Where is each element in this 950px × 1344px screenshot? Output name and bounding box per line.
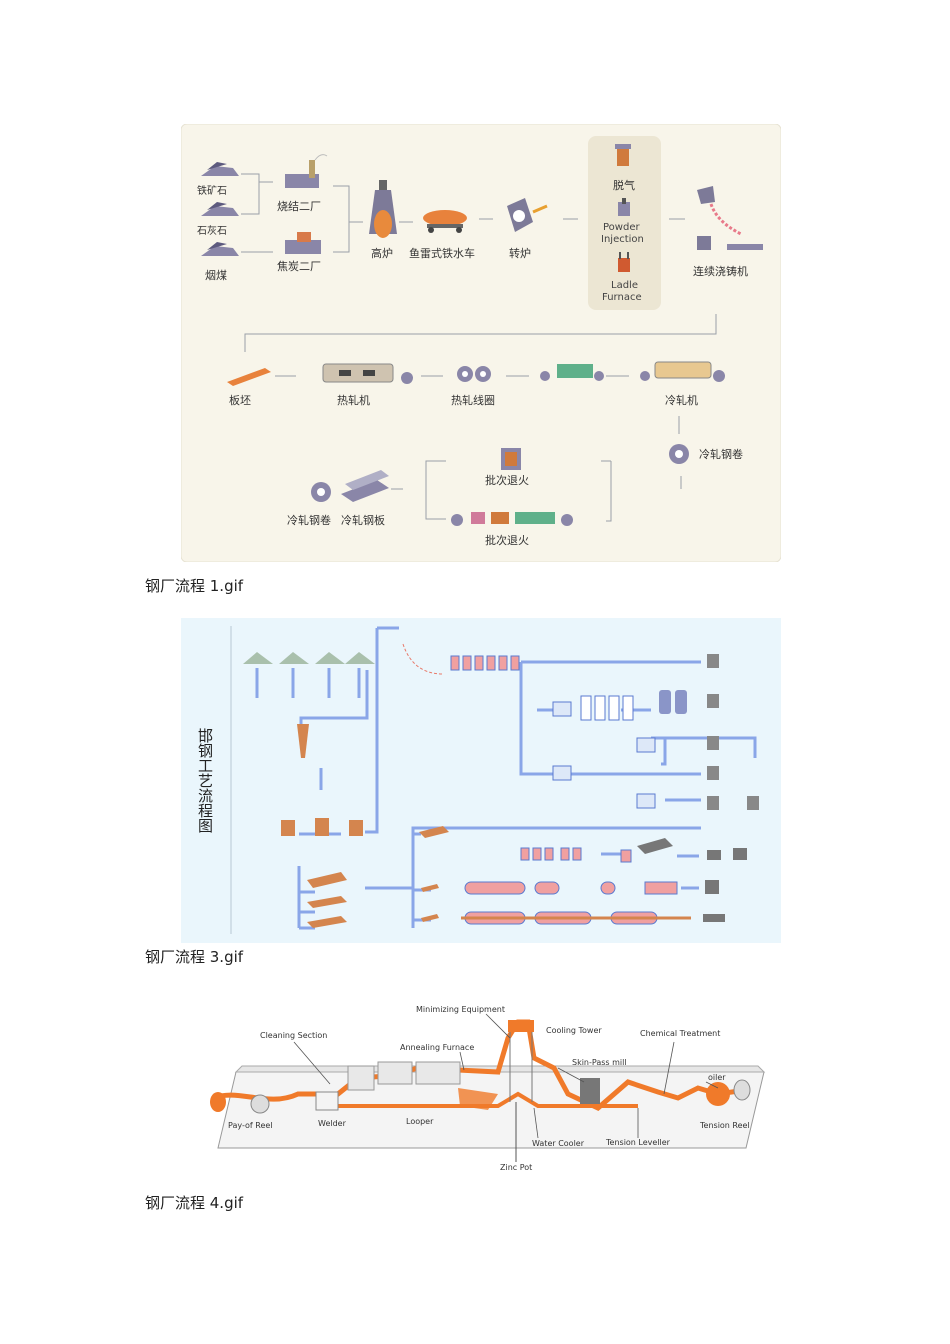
iron-ore-icon [201, 162, 239, 176]
cold-mill-stands-icon [580, 695, 634, 721]
converter-icon [507, 198, 548, 232]
label-cleaning-section: Cleaning Section [260, 1031, 327, 1040]
ladle-furnace-icon [618, 252, 630, 272]
cold-mill-icon [640, 361, 725, 382]
anneal-bells-icon [659, 690, 687, 714]
label-pay-off-reel: Pay-of Reel [228, 1121, 273, 1130]
converter-label: 转炉 [509, 246, 531, 260]
figure-4-caption: 钢厂流程 4.gif [145, 1194, 244, 1212]
product-coils-icon [707, 654, 759, 810]
pickling-line-icon [540, 364, 604, 381]
powder-injection-label-1: Powder [603, 222, 640, 233]
sinter-plant-icon [285, 154, 328, 188]
cold-mill-label: 冷轧机 [665, 393, 698, 407]
degas-label: 脱气 [613, 178, 635, 192]
coal-icon [201, 242, 239, 256]
label-welder: Welder [318, 1119, 347, 1128]
blast-furnace-icon [369, 180, 397, 238]
steelmaking-units-icon [281, 818, 363, 836]
limestone-label: 石灰石 [197, 224, 227, 237]
label-tension-reel: Tension Reel [699, 1121, 750, 1130]
slab-icon [227, 368, 271, 386]
cold-coil-label: 冷轧钢卷 [699, 447, 743, 461]
continuous-anneal-line-icon [451, 512, 573, 526]
continuous-caster-label: 连续浇铸机 [693, 264, 748, 278]
batch-anneal-furnace-icon [501, 448, 521, 470]
hot-mill-icon [322, 363, 413, 384]
label-looper: Looper [406, 1117, 434, 1126]
tension-reel-icon [706, 1079, 751, 1106]
label-tension-leveller: Tension Leveller [605, 1138, 671, 1147]
cold-coil-output-label: 冷轧钢卷 [287, 513, 331, 527]
coke-plant-label: 焦炭二厂 [277, 260, 321, 273]
label-chemical-treatment: Chemical Treatment [640, 1029, 720, 1038]
batch-anneal-label-bottom: 批次退火 [485, 533, 529, 547]
refining-panel [588, 136, 661, 310]
label-zinc-pot: Zinc Pot [500, 1163, 532, 1172]
cold-sheet-output-label: 冷轧钢板 [341, 513, 385, 527]
sinter-plant-label: 烧结二厂 [277, 200, 321, 213]
hot-mill-label: 热轧机 [337, 393, 370, 407]
torpedo-car-label: 鱼雷式铁水车 [409, 246, 475, 260]
blast-furnace-label: 高炉 [371, 246, 393, 260]
label-annealing-furnace: Annealing Furnace [400, 1043, 474, 1052]
continuous-caster-icon [697, 186, 763, 250]
label-minimizing-equipment: Minimizing Equipment [416, 1005, 505, 1014]
limestone-icon [201, 202, 239, 216]
cold-coil-output-icon [311, 482, 331, 502]
cooling-tower-icon [508, 1020, 534, 1102]
powder-injection-icon [618, 198, 630, 216]
skin-pass-mill-icon [580, 1078, 600, 1104]
steel-process-figure-4: Minimizing Equipment Cleaning Section Co… [210, 1005, 766, 1172]
hot-coil-label: 热轧线圈 [451, 393, 495, 407]
batch-anneal-label-top: 批次退火 [485, 473, 529, 487]
coal-label: 烟煤 [205, 268, 227, 282]
wire-bar-products-icon [637, 838, 747, 922]
label-skin-pass-mill: Skin-Pass mill [572, 1058, 627, 1067]
figure-3-title: 邯钢工艺流程图 [196, 728, 214, 833]
coke-plant-icon [285, 232, 321, 254]
ladle-furnace-label-1: Ladle [611, 280, 638, 291]
cold-sheet-output-icon [341, 470, 389, 502]
iron-ore-label: 铁矿石 [197, 184, 227, 197]
slab-label: 板坯 [229, 393, 251, 407]
figure-3-caption: 钢厂流程 3.gif [145, 948, 244, 966]
annealing-furnace-icon [347, 1061, 461, 1091]
cold-coil-icon [669, 444, 689, 464]
hot-strip-mill-icon [450, 655, 520, 671]
ladle-icon [297, 724, 309, 758]
steel-process-figure-3: 邯钢工艺流程图 [181, 618, 781, 943]
label-oiler: oiler [708, 1073, 726, 1082]
raw-material-piles-icon [243, 652, 375, 664]
figure-1-caption: 钢厂流程 1.gif [145, 577, 244, 595]
welder-icon [315, 1091, 339, 1111]
galvanizing-tank-icon [552, 701, 656, 809]
pay-off-reel-icon [210, 1092, 270, 1114]
degas-icon [615, 144, 631, 166]
label-cooling-tower: Cooling Tower [546, 1026, 602, 1035]
label-water-cooler: Water Cooler [532, 1139, 585, 1148]
torpedo-car-icon [423, 210, 467, 233]
plate-products-icon [307, 826, 449, 928]
ladle-furnace-label-2: Furnace [602, 292, 642, 303]
steel-process-figure-1: 铁矿石 石灰石 烟煤 烧结二厂 焦炭二厂 高炉 鱼雷式铁水车 转炉 [181, 124, 781, 562]
hot-coil-icon [457, 366, 491, 382]
powder-injection-label-2: Injection [601, 234, 644, 245]
